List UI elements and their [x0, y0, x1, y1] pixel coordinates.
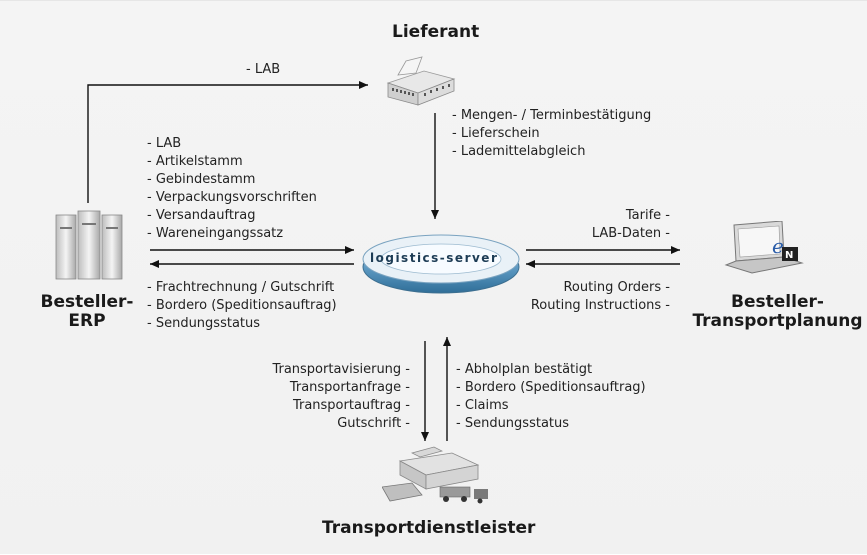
laptop-icon: e N [724, 221, 804, 274]
flow-label: Routing Orders - [563, 280, 670, 295]
carrier-title: Transportdienstleister [322, 518, 536, 538]
flow-label: Gutschrift - [337, 416, 410, 431]
erp-to-hub-labels: - LAB - Artikelstamm - Gebindestamm - Ve… [147, 135, 317, 243]
shipping-logistics-icon [382, 446, 488, 504]
planning-title-line1: Besteller- [731, 292, 824, 312]
hub-to-erp-labels: - Frachtrechnung / Gutschrift - Bordero … [147, 279, 337, 333]
planning-to-hub-labels: Routing Orders - Routing Instructions - [480, 279, 670, 315]
flow-label: - LAB [147, 136, 182, 151]
flow-label: LAB-Daten - [591, 226, 670, 241]
factory-building-icon [386, 56, 456, 106]
planning-title: Besteller- Transportplanung [690, 293, 865, 330]
svg-text:e: e [772, 234, 784, 258]
flow-label: Transportavisierung - [272, 362, 410, 377]
ring-hub-icon [362, 234, 520, 294]
flow-label: - Sendungsstatus [456, 416, 570, 431]
hub-to-carrier-labels: Transportavisierung - Transportanfrage -… [210, 361, 410, 433]
server-rack-icon [55, 210, 123, 280]
supplier-to-hub-labels: - Mengen- / Terminbestätigung - Liefersc… [452, 107, 651, 161]
planning-title-line2: Transportplanung [692, 310, 863, 331]
flow-label: - Verpackungsvorschriften [147, 190, 317, 205]
flow-label: - Gebindestamm [147, 172, 256, 187]
erp-title-line1: Besteller- [40, 292, 134, 312]
flow-label: - Lieferschein [452, 126, 540, 141]
flow-label: - Mengen- / Terminbestätigung [452, 108, 652, 123]
flow-label: - Sendungsstatus [147, 316, 261, 331]
svg-text:N: N [785, 250, 793, 261]
flow-label: - Artikelstamm [147, 154, 243, 169]
flow-label: Tarife - [625, 208, 670, 223]
hub-logo-label: logistics-server [370, 251, 499, 265]
flow-label: - Abholplan bestätigt [456, 362, 593, 377]
erp-title: Besteller- ERP [32, 293, 142, 330]
erp-to-supplier-label: - LAB [246, 62, 281, 77]
flow-label: - Wareneingangssatz [147, 226, 284, 241]
erp-title-line2: ERP [68, 310, 106, 331]
flow-label: - Versandauftrag [147, 208, 256, 223]
flow-label: - Bordero (Speditionsauftrag) [147, 298, 337, 313]
flow-label: Transportauftrag - [292, 398, 410, 413]
flow-label: Transportanfrage - [289, 380, 410, 395]
flow-label: - Lademittelabgleich [452, 144, 586, 159]
flow-label: - Frachtrechnung / Gutschrift [147, 280, 335, 295]
flow-label: Routing Instructions - [530, 298, 670, 313]
flow-label: - Claims [456, 398, 509, 413]
carrier-to-hub-labels: - Abholplan bestätigt - Bordero (Spediti… [456, 361, 646, 433]
hub-to-planning-labels: Tarife - LAB-Daten - [520, 207, 670, 243]
supplier-title: Lieferant [392, 22, 480, 42]
flow-label: - Bordero (Speditionsauftrag) [456, 380, 646, 395]
arrow-erp-to-supplier [87, 81, 368, 203]
